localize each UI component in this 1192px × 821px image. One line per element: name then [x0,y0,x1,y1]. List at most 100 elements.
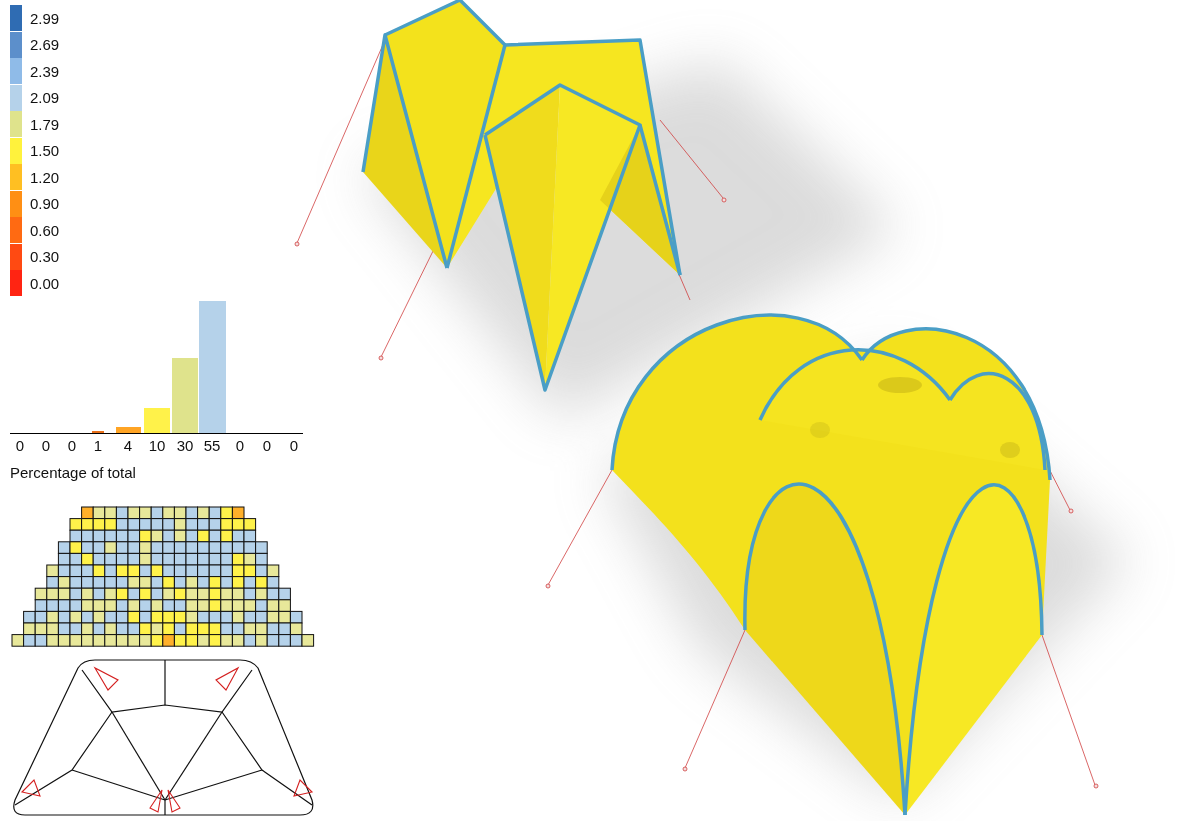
grid-cell [128,519,140,531]
grid-cell [151,577,163,589]
grid-cell [174,553,186,565]
legend-swatch [10,58,22,84]
grid-cell [186,507,198,519]
bin-percentage: 4 [124,437,132,454]
histogram [10,301,303,434]
grid-cell [186,635,198,647]
grid-cell [244,553,256,565]
grid-cell [151,519,163,531]
grid-cell [267,565,279,577]
grid-cell [70,635,82,647]
grid-cell [140,611,152,623]
grid-cell [209,553,221,565]
legend-value: 2.39 [30,63,59,80]
grid-cell [82,565,94,577]
grid-cell [47,611,59,623]
legend-swatch [10,270,22,296]
grid-cell [93,542,105,554]
grid-cell [140,565,152,577]
grid-cell [105,600,117,612]
grid-cell [58,635,70,647]
grid-cell [163,588,175,600]
legend-swatch [10,5,22,31]
grid-cell [93,530,105,542]
grid-cell [209,519,221,531]
vault-shell [612,315,1050,815]
legend-swatch [10,111,22,137]
grid-cell [221,577,233,589]
grid-cell [82,553,94,565]
grid-cell [244,565,256,577]
bin-percentage: 0 [290,437,298,454]
grid-cell [82,542,94,554]
grid-cell [70,600,82,612]
grid-cell [163,611,175,623]
grid-cell [174,623,186,635]
grid-cell [174,611,186,623]
grid-cell [232,600,244,612]
folded-shell [363,0,680,390]
grid-cell [209,530,221,542]
grid-cell [221,611,233,623]
grid-cell [35,623,47,635]
legend-value: 2.09 [30,89,59,106]
grid-cell [116,611,128,623]
bin-percentage: 0 [68,437,76,454]
grid-cell [93,553,105,565]
grid-cell [267,623,279,635]
grid-cell [163,542,175,554]
grid-cell [128,530,140,542]
grid-cell [58,611,70,623]
legend-value: 0.60 [30,222,59,239]
grid-cell [221,600,233,612]
grid-cell [163,565,175,577]
grid-cell [290,623,302,635]
grid-cell [267,577,279,589]
grid-cell [82,623,94,635]
grid-cell [128,577,140,589]
grid-cell [198,553,210,565]
grid-cell [186,623,198,635]
grid-cell [116,623,128,635]
grid-cell [70,623,82,635]
grid-cell [232,519,244,531]
grid-cell [267,635,279,647]
grid-cell [163,507,175,519]
bin-percentage: 0 [42,437,50,454]
bin-percentage: 0 [16,437,24,454]
grid-cell [163,623,175,635]
grid-cell [279,611,291,623]
grid-cell [116,577,128,589]
grid-cell [151,588,163,600]
legend-value: 1.50 [30,142,59,159]
grid-cell [47,600,59,612]
grid-cell [24,635,36,647]
grid-cell [302,635,314,647]
grid-cell [105,542,117,554]
grid-cell [221,542,233,554]
grid-cell [58,588,70,600]
grid-cell [221,565,233,577]
grid-cell [105,565,117,577]
grid-cell [244,588,256,600]
grid-cell [128,588,140,600]
grid-cell [174,635,186,647]
grid-cell [105,623,117,635]
grid-cell [47,577,59,589]
grid-cell [221,588,233,600]
grid-cell [186,588,198,600]
grid-cell [105,588,117,600]
grid-cell [151,542,163,554]
grid-cell [151,530,163,542]
legend-swatch [10,85,22,111]
grid-cell [82,530,94,542]
grid-cell [58,577,70,589]
grid-cell [174,542,186,554]
grid-cell [221,530,233,542]
grid-cell [82,635,94,647]
bin-percentage: 0 [263,437,271,454]
grid-cell [256,565,268,577]
grid-cell [174,588,186,600]
grid-cell [279,600,291,612]
grid-cell [232,542,244,554]
